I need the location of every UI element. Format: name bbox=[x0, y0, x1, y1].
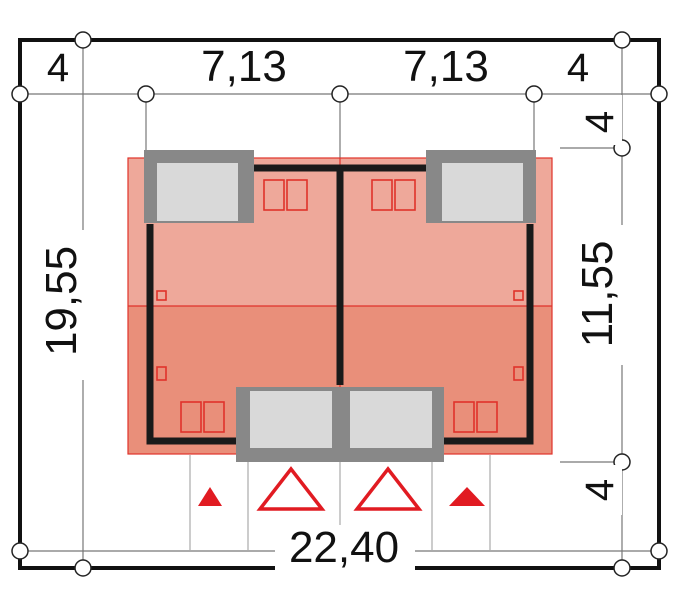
windows bbox=[156, 179, 524, 433]
garage-top-right bbox=[426, 150, 536, 223]
building-walls bbox=[146, 164, 534, 445]
filled-triangle-icon bbox=[449, 487, 485, 506]
hollow-triangle-icon bbox=[256, 466, 326, 511]
dim-right-bottom-margin: 4 bbox=[578, 479, 622, 501]
garage-bottom-right bbox=[335, 387, 444, 462]
dim-right-building-depth: 11,55 bbox=[573, 241, 622, 348]
dim-left-depth: 19,55 bbox=[37, 246, 86, 356]
dim-bottom-total-width: 22,40 bbox=[289, 523, 399, 572]
dim-top-right-margin: 4 bbox=[567, 46, 589, 90]
hollow-triangle-icon bbox=[353, 466, 423, 511]
dim-right-top-margin: 4 bbox=[578, 111, 622, 133]
dim-top-right-width: 7,13 bbox=[403, 42, 489, 91]
dim-top-left-width: 7,13 bbox=[201, 42, 287, 91]
garage-top-left bbox=[144, 150, 254, 223]
garage-bottom-left bbox=[236, 387, 345, 462]
filled-triangle-icon bbox=[198, 487, 222, 506]
dim-top-left-margin: 4 bbox=[47, 46, 69, 90]
